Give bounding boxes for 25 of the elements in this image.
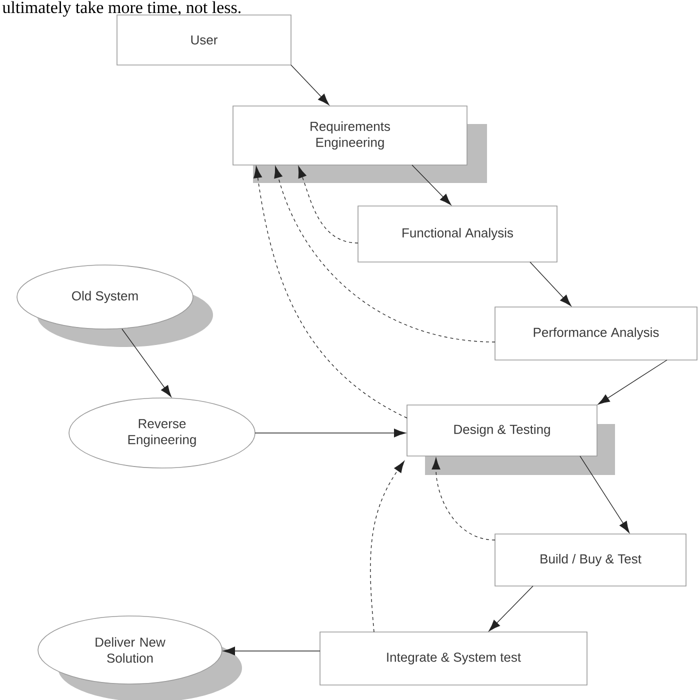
dashed-arrow — [254, 166, 408, 418]
process-box: Performance Analysis — [494, 306, 698, 360]
dashed-arrow — [432, 458, 496, 540]
process-box: Build / Buy & Test — [494, 534, 686, 586]
dashed-arrow — [298, 166, 358, 244]
dashed-arrow — [274, 166, 496, 342]
process-box: Integrate & System test — [320, 632, 588, 686]
arrow — [223, 646, 320, 656]
process-oval: Deliver New Solution — [38, 616, 222, 684]
arrow — [530, 262, 572, 306]
process-oval: Reverse Engineering — [68, 398, 256, 468]
arrow — [580, 456, 630, 534]
arrow — [598, 360, 668, 405]
dashed-arrow — [370, 460, 404, 632]
arrow — [122, 328, 172, 398]
process-box: Functional Analysis — [358, 206, 558, 262]
process-oval: Old System — [16, 264, 194, 330]
process-box: Requirements Engineering — [232, 106, 468, 166]
arrow — [254, 428, 406, 438]
arrow — [488, 586, 534, 632]
arrow — [412, 164, 452, 206]
process-box: Design & Testing — [406, 404, 598, 456]
arrow — [290, 64, 330, 106]
process-box: User — [116, 14, 292, 66]
page-text: ultimately take more time, not less. — [2, 1, 240, 17]
